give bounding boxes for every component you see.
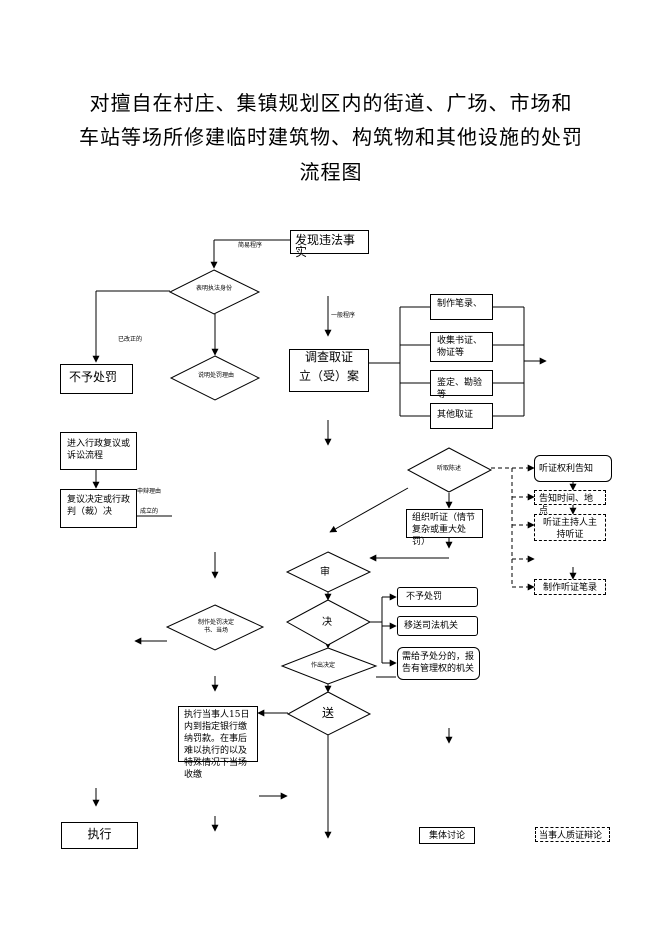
- other-evidence-box: 其他取证: [430, 403, 493, 429]
- diamond-report: [280, 647, 378, 685]
- collective-discussion-box: 集体讨论: [419, 827, 475, 844]
- diamond-reason: [169, 355, 261, 401]
- corrected-label: 已改正的: [118, 336, 143, 343]
- host-hearing-box: 听证主持人主持听证: [534, 514, 606, 541]
- diamond-decision-left: [165, 604, 265, 651]
- review-diamond-text: 审: [320, 567, 330, 578]
- apply-reason-label: 申辩理由: [137, 488, 162, 495]
- admin-review-box: 进入行政复议或诉讼流程: [60, 432, 137, 470]
- identity-text: 表明执法身份: [196, 285, 233, 292]
- make-record-box: 制作笔录、: [430, 294, 493, 320]
- collect-evidence-box: 收集书证、物证等: [430, 332, 493, 362]
- simple-program-label: 简易程序: [238, 242, 263, 249]
- decide-diamond-text: 决: [322, 617, 332, 628]
- established-label: 成立的: [140, 508, 159, 515]
- notify-rights-box: 听证权利告知: [534, 455, 612, 482]
- party-defense-box: 当事人质证辩论: [535, 827, 610, 842]
- notify-time-box: 告知时间、地点: [534, 490, 606, 516]
- execute-box: 执行: [61, 822, 138, 849]
- hearing-record-box: 制作听证笔录: [534, 579, 606, 595]
- transfer-judicial-box: 移送司法机关: [397, 616, 478, 636]
- file-case-box: 立（受）案: [289, 366, 369, 392]
- diamond-review: [285, 551, 372, 593]
- diamond-hearing: [406, 447, 493, 493]
- report-box: 需给予处分的，报告有管理权的机关: [397, 647, 480, 680]
- investigate-box: 调查取证: [289, 349, 369, 367]
- diamond-identity: [168, 269, 261, 315]
- title-line-2: 车站等场所修建临时建筑物、构筑物和其他设施的处罚: [79, 125, 583, 149]
- diamond-decide: [285, 599, 372, 646]
- organize-hearing-box: 组织听证（情节复杂或重大处罚）: [406, 509, 483, 547]
- make-decision-text: 制作处罚决定书、当场: [197, 619, 234, 634]
- general-program-label: 一般程序: [331, 312, 356, 319]
- execute-detail-box: 执行当事人15日内到指定银行缴纳罚款。在事后难以执行的以及特殊情况下当场收缴: [178, 706, 258, 780]
- title-line-1: 对擅自在村庄、集镇规划区内的街道、广场、市场和: [89, 91, 573, 115]
- appraise-box: 鉴定、勘验等: [430, 370, 493, 400]
- review-decision-box: 复议决定或行政判（裁）决: [60, 489, 137, 528]
- discover-box: 发现违法事实: [290, 230, 369, 258]
- hearing-diamond-text: 听取陈述: [436, 465, 461, 472]
- deliver-diamond-text: 送: [322, 706, 335, 720]
- no-penalty-left-box: 不予处罚: [60, 364, 133, 394]
- title-line-3: 流程图: [299, 160, 363, 184]
- reason-text: 说明处罚理由: [198, 372, 235, 379]
- report-diamond-text: 作出决定: [311, 662, 336, 669]
- no-penalty-right-box: 不予处罚: [397, 587, 478, 607]
- diamond-deliver: [286, 691, 372, 736]
